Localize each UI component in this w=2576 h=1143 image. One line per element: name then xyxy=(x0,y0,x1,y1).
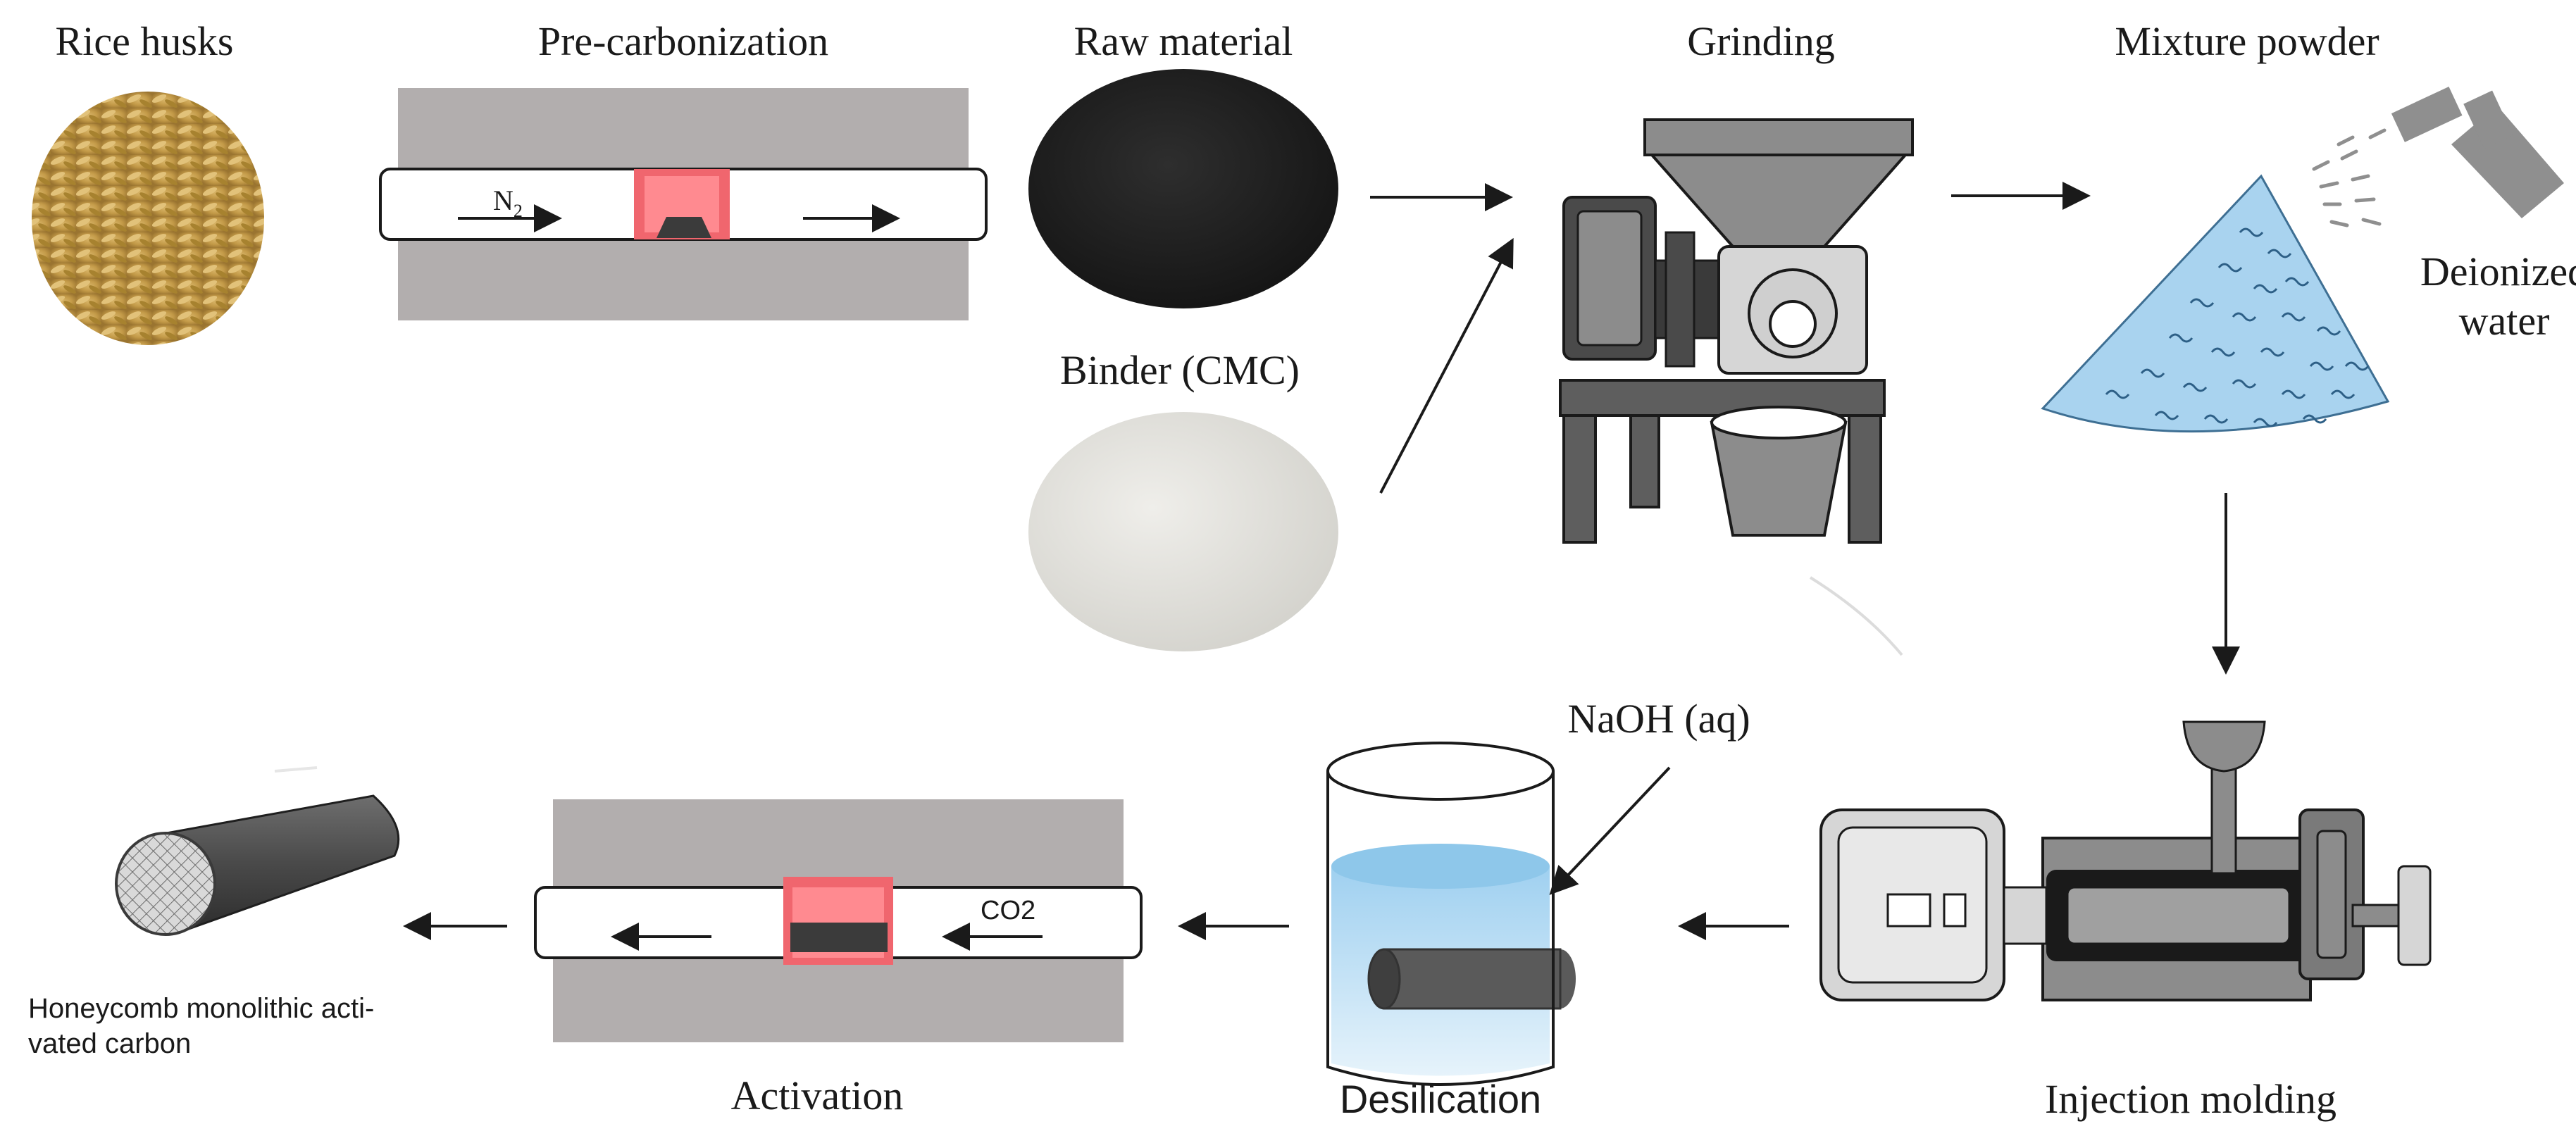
injection-rod xyxy=(2351,904,2403,927)
grinder-machine xyxy=(1559,118,1914,544)
powder-squiggle xyxy=(2344,361,2370,371)
injection-display-2 xyxy=(1943,893,1967,927)
grinder-cup-rim xyxy=(1710,406,1847,439)
honeycomb-face xyxy=(115,832,216,936)
label-raw-material: Raw material xyxy=(1074,18,1293,64)
injection-connector xyxy=(2003,886,2048,945)
label-injection-molding: Injection molding xyxy=(2045,1076,2337,1122)
grinder-motor-face xyxy=(1576,210,1643,346)
injection-feed-pipe xyxy=(2210,766,2237,875)
powder-squiggle xyxy=(2232,312,2257,322)
sample-rod-end-front xyxy=(1367,948,1401,1010)
grinder-floor-shadow xyxy=(1809,576,1903,656)
grinder-table xyxy=(1559,379,1886,417)
label-activation: Activation xyxy=(731,1073,904,1118)
powder-squiggle xyxy=(2260,347,2285,357)
powder-squiggle xyxy=(2239,227,2264,237)
activation-furnace: CO2 xyxy=(534,799,1143,1042)
grinder-leg-left xyxy=(1562,414,1597,544)
label-naoh: NaOH (aq) xyxy=(1567,696,1750,742)
injection-feed-hopper xyxy=(2182,720,2266,773)
label-desilication: Desilication xyxy=(1340,1077,1541,1121)
powder-squiggle xyxy=(2267,249,2292,258)
powder-squiggle xyxy=(2210,347,2236,357)
label-grinding: Grinding xyxy=(1687,18,1834,64)
honeycomb-body xyxy=(157,794,400,931)
sample-boat xyxy=(657,217,711,238)
label-mixture-powder: Mixture powder xyxy=(2115,18,2379,64)
label-product-2: vated carbon xyxy=(28,1028,191,1059)
grinder-leg-right xyxy=(1848,414,1882,544)
powder-cone-shape xyxy=(2041,174,2390,433)
powder-texture xyxy=(2105,227,2370,427)
grinder-hopper-lid xyxy=(1643,118,1914,156)
solution-surface xyxy=(1331,844,1550,889)
mixture-powder-cone xyxy=(2041,174,2390,433)
beaker-wall xyxy=(1326,771,1555,1086)
powder-squiggle xyxy=(2217,263,2243,273)
label-deionized-water-2: water xyxy=(2459,298,2550,344)
water-spray-drops xyxy=(2312,128,2387,227)
injection-molding-machine xyxy=(1819,720,2432,1001)
powder-squiggle xyxy=(2302,414,2327,424)
injection-display-1 xyxy=(1886,893,1931,927)
spray-bottle-trigger xyxy=(2463,90,2513,149)
spray-bottle-icon xyxy=(2391,87,2564,218)
grinder-wheel-inner xyxy=(1769,300,1817,348)
desilication-beaker xyxy=(1326,742,1576,1086)
label-binder: Binder (CMC) xyxy=(1060,347,1300,393)
pre-carbonization-furnace: N2 xyxy=(379,88,988,320)
spray-bottle-nozzle xyxy=(2391,87,2463,142)
powder-squiggle xyxy=(2281,389,2306,399)
gas-label-n2: N2 xyxy=(493,185,523,221)
powder-squiggle xyxy=(2203,414,2229,424)
powder-squiggle xyxy=(2154,411,2179,420)
powder-squiggle xyxy=(2316,326,2341,336)
furnace-body-bottom xyxy=(398,239,969,320)
powder-squiggle xyxy=(2140,368,2165,378)
powder-squiggle xyxy=(2309,361,2334,371)
powder-squiggle xyxy=(2189,298,2215,308)
arrow-naoh-pointer xyxy=(1549,766,1671,895)
powder-squiggle xyxy=(2232,379,2257,389)
gas-label-co2: CO2 xyxy=(981,896,1035,925)
injection-clamp-inner xyxy=(2316,830,2347,959)
label-pre-carbonization: Pre-carbonization xyxy=(538,18,828,64)
grinder-coupling xyxy=(1665,231,1695,368)
powder-squiggle xyxy=(2253,284,2278,294)
activation-body-top xyxy=(553,799,1124,887)
beaker-rim xyxy=(1326,742,1555,801)
powder-squiggle xyxy=(2330,389,2356,399)
spray-bottle-body xyxy=(2451,106,2564,218)
powder-squiggle xyxy=(2253,418,2278,427)
powder-squiggle xyxy=(2182,382,2208,392)
rice-husks-image xyxy=(32,92,264,345)
furnace-body-top xyxy=(398,88,969,169)
binder-image xyxy=(1028,412,1338,651)
raw-material-image xyxy=(1028,69,1338,308)
injection-handle xyxy=(2397,865,2432,966)
honeycomb-monolith xyxy=(115,794,400,936)
product-shadow xyxy=(274,766,318,773)
label-rice-husks: Rice husks xyxy=(56,18,234,64)
label-product-1: Honeycomb monolithic acti- xyxy=(28,993,374,1024)
activation-sample xyxy=(790,923,888,952)
powder-squiggle xyxy=(2105,389,2130,399)
arrow-binder-to-grinder xyxy=(1379,237,1514,494)
label-deionized-water-1: Deionized xyxy=(2420,249,2576,294)
injection-barrel-inner xyxy=(2066,886,2291,945)
sample-rod-in-solution xyxy=(1383,948,1562,1010)
grinder-leg-mid xyxy=(1629,414,1660,508)
powder-squiggle xyxy=(2281,312,2306,322)
powder-squiggle xyxy=(2284,277,2310,287)
activation-body-bottom xyxy=(553,954,1124,1042)
powder-squiggle xyxy=(2168,333,2194,343)
